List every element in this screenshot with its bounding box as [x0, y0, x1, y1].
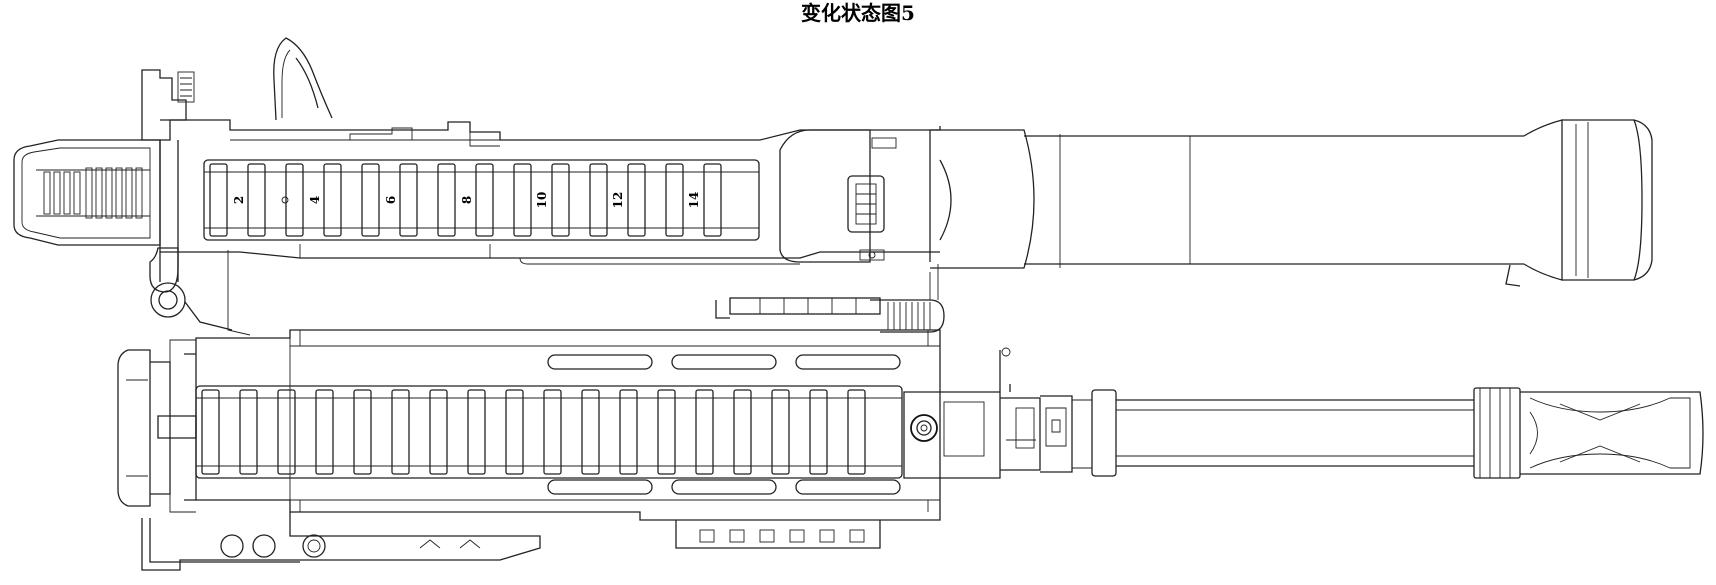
lower-end-plate [117, 339, 197, 513]
scale-mark-8: 8 [460, 196, 474, 204]
scale-mark-2: 2 [232, 196, 246, 204]
end-cap-grooves [43, 167, 143, 219]
upper-rail-tube [203, 159, 760, 241]
upper-end-bell [1562, 119, 1653, 281]
scale-dot [281, 196, 289, 204]
lower-assembly [117, 264, 1704, 571]
charging-handle [273, 37, 333, 121]
lower-barrel [1116, 399, 1474, 467]
scale-mark-14: 14 [687, 192, 701, 209]
scale-mark-12: 12 [611, 192, 625, 209]
lower-bottom-rail [675, 520, 881, 549]
upper-front-sight [779, 129, 931, 263]
upper-assembly: 2 4 6 8 10 12 14 [13, 37, 1653, 336]
upper-end-cap [13, 139, 161, 246]
scale-mark-10: 10 [535, 192, 549, 209]
upper-flash-housing [930, 129, 1061, 269]
lower-bracket [141, 512, 541, 571]
muzzle-device [1473, 387, 1704, 479]
upper-long-tube [1024, 119, 1563, 287]
upper-rail-slots [209, 163, 722, 237]
lower-rail-slots [201, 389, 866, 475]
lower-rail-tube [195, 385, 903, 479]
lower-handguard [195, 329, 941, 521]
scale-mark-6: 6 [384, 196, 398, 204]
rail-scale-marks: 2 4 6 8 10 12 14 [232, 192, 701, 209]
lower-top-rail [715, 264, 945, 333]
figure-title: 变化状态图5 [801, 1, 915, 25]
rear-sight-tower [141, 69, 233, 331]
lower-front-sight [903, 347, 1073, 479]
scale-mark-4: 4 [308, 196, 322, 204]
barrel-collar [1072, 389, 1117, 477]
